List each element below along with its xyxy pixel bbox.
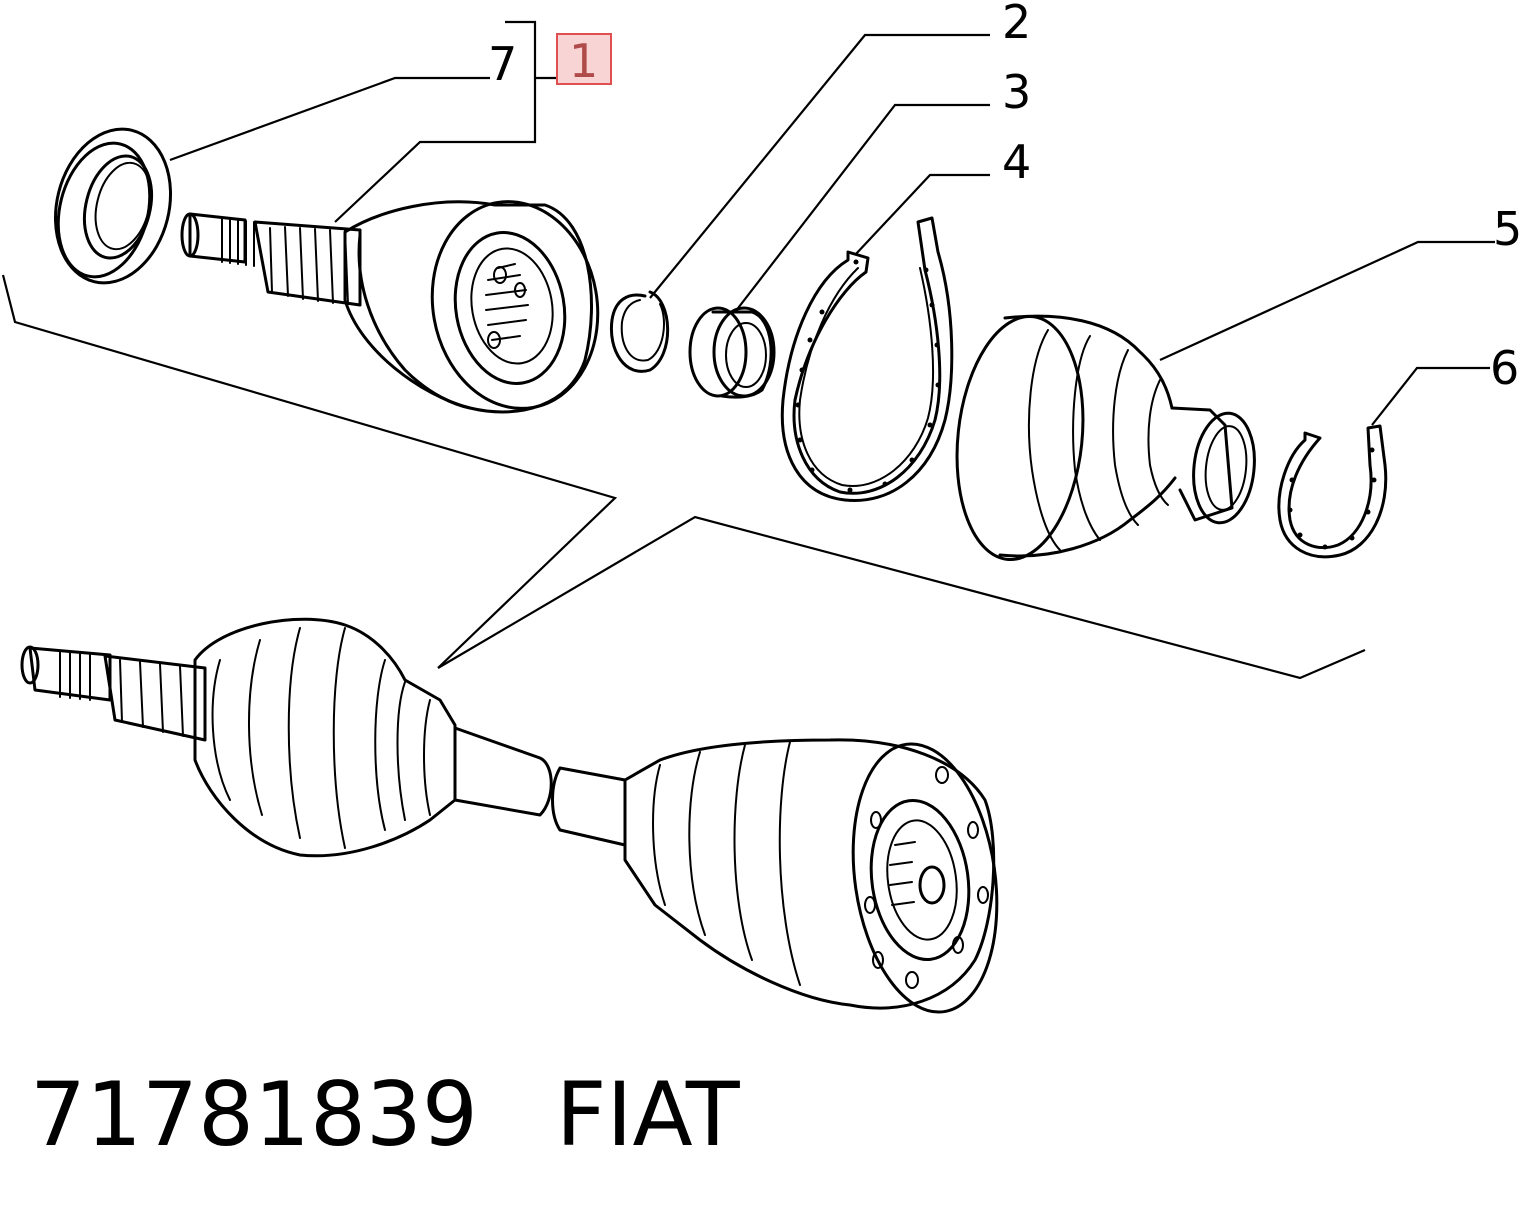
callout-1[interactable]: 1 <box>569 34 598 88</box>
small-clamp-holes <box>1287 447 1377 550</box>
part-1-outer-joint <box>180 200 600 414</box>
assembly-bracket <box>1 274 1366 680</box>
brand-name: FIAT <box>555 1063 740 1166</box>
part-info: 71781839 FIAT <box>30 1060 740 1170</box>
callout-3[interactable]: 3 <box>1002 65 1031 119</box>
part-6-small-clamp <box>1277 424 1388 559</box>
callout-6[interactable]: 6 <box>1490 341 1519 395</box>
part-4-large-clamp <box>780 216 954 503</box>
callout-5[interactable]: 5 <box>1493 202 1520 256</box>
part-7-seal-ring <box>53 127 173 285</box>
callout-4[interactable]: 4 <box>1002 135 1031 189</box>
part-3-bushing <box>688 306 776 399</box>
part-2-circlip <box>609 290 670 373</box>
callout-7[interactable]: 7 <box>488 37 517 91</box>
leader-lines <box>169 20 1495 426</box>
clamp-holes <box>795 259 941 493</box>
callout-labels: 7 1 2 3 4 5 6 <box>488 0 1520 395</box>
joint-face-bolts <box>864 766 989 989</box>
callout-1-highlight <box>556 33 612 85</box>
part-number: 71781839 <box>30 1063 478 1166</box>
drive-shaft-assembly <box>20 617 999 1014</box>
callout-2[interactable]: 2 <box>1002 0 1031 49</box>
part-5-cv-boot <box>955 314 1256 562</box>
